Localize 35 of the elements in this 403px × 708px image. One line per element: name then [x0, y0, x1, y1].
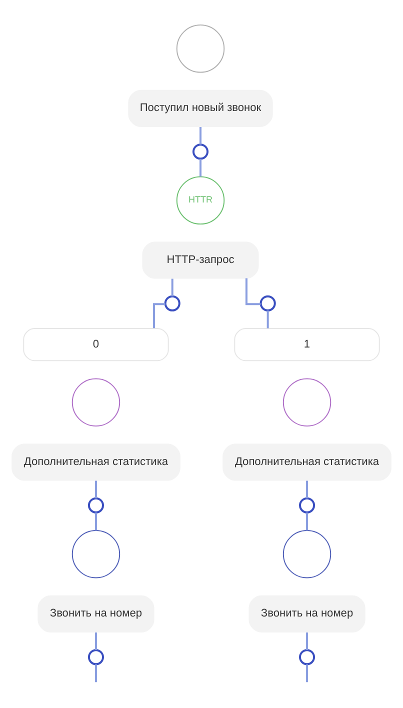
node-box: 1 — [234, 328, 380, 362]
node-circle — [298, 497, 316, 514]
node-circle — [88, 497, 104, 514]
node-circle — [176, 24, 225, 73]
node-circle — [72, 530, 120, 578]
connector — [94, 664, 97, 682]
node-circle — [72, 378, 120, 426]
connector — [153, 303, 166, 328]
node-circle — [282, 530, 332, 578]
node-box: Дополнительная статистика — [222, 444, 392, 481]
node-box: Поступил новый звонок — [128, 90, 273, 128]
node-box: Звонить на номер — [38, 595, 154, 633]
connector — [94, 480, 97, 498]
connector — [94, 512, 97, 530]
node-box: Дополнительная статистика — [12, 444, 180, 481]
connector — [94, 632, 97, 650]
node-box: 0 — [23, 328, 169, 362]
connector — [306, 664, 308, 682]
node-circle — [164, 295, 180, 312]
node-circle — [282, 378, 332, 426]
node-circle: HTTR — [176, 176, 225, 224]
connector — [306, 632, 308, 650]
node-circle — [260, 295, 276, 312]
node-circle — [88, 649, 104, 666]
connector — [200, 127, 202, 145]
connector — [245, 278, 261, 306]
node-box: HTTP-запрос — [142, 242, 259, 279]
connector — [266, 310, 269, 328]
connector — [200, 158, 202, 177]
node-circle — [192, 144, 209, 160]
connector — [306, 512, 308, 530]
node-box: Звонить на номер — [248, 595, 366, 633]
connector — [171, 278, 174, 296]
node-circle — [298, 649, 316, 666]
connector — [306, 480, 308, 498]
